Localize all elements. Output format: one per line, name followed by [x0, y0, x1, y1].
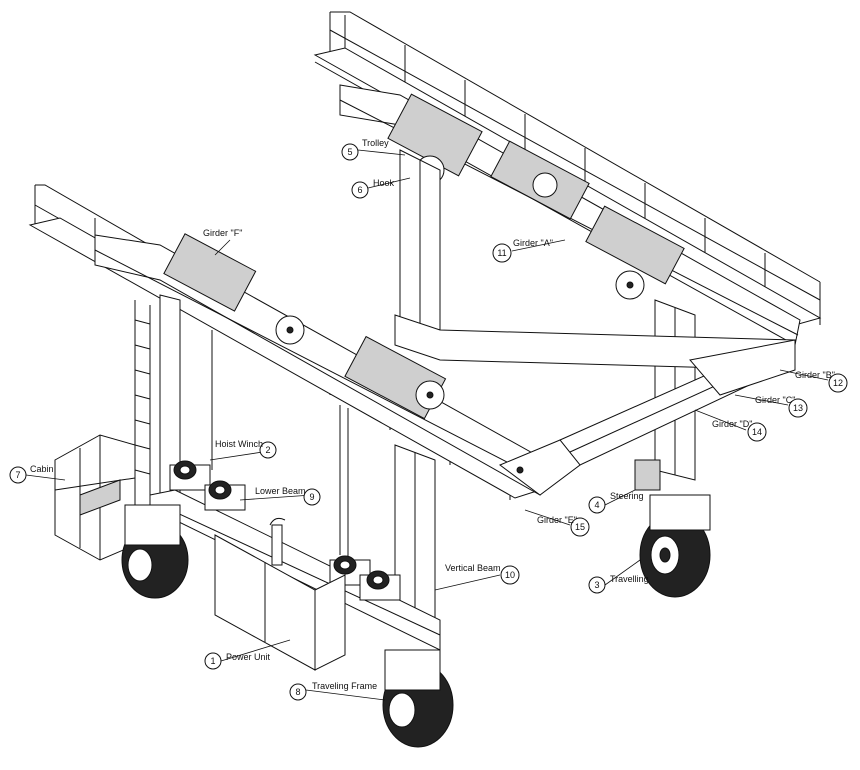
callout-14-label: Girder "D": [712, 419, 752, 429]
callout-15: 15 Girder "E": [537, 515, 590, 537]
callout-11-label: Girder "A": [513, 238, 553, 248]
callout-8: 8 Traveling Frame: [289, 681, 377, 701]
callout-14-number: 14: [752, 427, 762, 437]
callout-1: 1 Power Unit: [204, 652, 271, 670]
callout-3-label: Travelling: [610, 574, 649, 584]
callout-7-label: Cabin: [30, 464, 54, 474]
callout-2-number: 2: [265, 445, 270, 455]
callout-10-number: 10: [505, 570, 515, 580]
callout-12-number: 12: [833, 378, 843, 388]
callout-12: 12 Girder "B": [795, 370, 848, 393]
callout-13-label: Girder "C": [755, 395, 795, 405]
callout-9-label: Lower Beam: [255, 486, 306, 496]
girder-e: [499, 439, 581, 496]
callout-leaders: [25, 149, 829, 701]
callout-6-number: 6: [357, 185, 362, 195]
callout-7-number: 7: [15, 470, 20, 480]
callout-14: 14 Girder "D": [712, 419, 767, 442]
callout-8-label: Traveling Frame: [312, 681, 377, 691]
callout-12-label: Girder "B": [795, 370, 835, 380]
callout-5-number: 5: [347, 147, 352, 157]
girders-b-c-d: [394, 314, 796, 466]
callout-3-number: 3: [594, 580, 599, 590]
callout-11: 11 Girder "A": [492, 238, 553, 263]
callout-6: 6 Hook: [351, 178, 395, 199]
callout-1-number: 1: [210, 656, 215, 666]
girder-a: [313, 11, 822, 346]
front-legs: [159, 294, 436, 641]
callout-5-label: Trolley: [362, 138, 389, 148]
callout-7: 7 Cabin: [9, 464, 54, 484]
callout-1-label: Power Unit: [226, 652, 271, 662]
girder-f-label: Girder "F": [203, 228, 242, 238]
callout-4-label: Steering: [610, 491, 644, 501]
callout-2-label: Hoist Winch: [215, 439, 263, 449]
callout-15-label: Girder "E": [537, 515, 577, 525]
callout-10-label: Vertical Beam: [445, 563, 501, 573]
girder-f: [28, 184, 546, 505]
callout-2: 2 Hoist Winch: [215, 439, 277, 459]
wheels: [121, 459, 711, 748]
callout-6-label: Hook: [373, 178, 395, 188]
callout-4-number: 4: [594, 500, 599, 510]
callout-9: 9 Lower Beam: [255, 486, 321, 506]
label-girder-f: Girder "F": [203, 228, 242, 238]
callout-11-number: 11: [497, 248, 506, 258]
callout-13-number: 13: [793, 403, 803, 413]
cabin: [54, 434, 136, 561]
callout-3: 3 Travelling: [588, 574, 649, 594]
callout-4: 4 Steering: [588, 491, 644, 514]
callout-9-number: 9: [309, 492, 314, 502]
callout-15-number: 15: [575, 522, 585, 532]
callout-5: 5 Trolley: [341, 138, 389, 161]
callout-10: 10 Vertical Beam: [445, 563, 520, 585]
callout-13: 13 Girder "C": [755, 395, 808, 418]
callout-8-number: 8: [295, 687, 300, 697]
power-unit: [214, 517, 346, 671]
lower-beam: [149, 460, 441, 651]
